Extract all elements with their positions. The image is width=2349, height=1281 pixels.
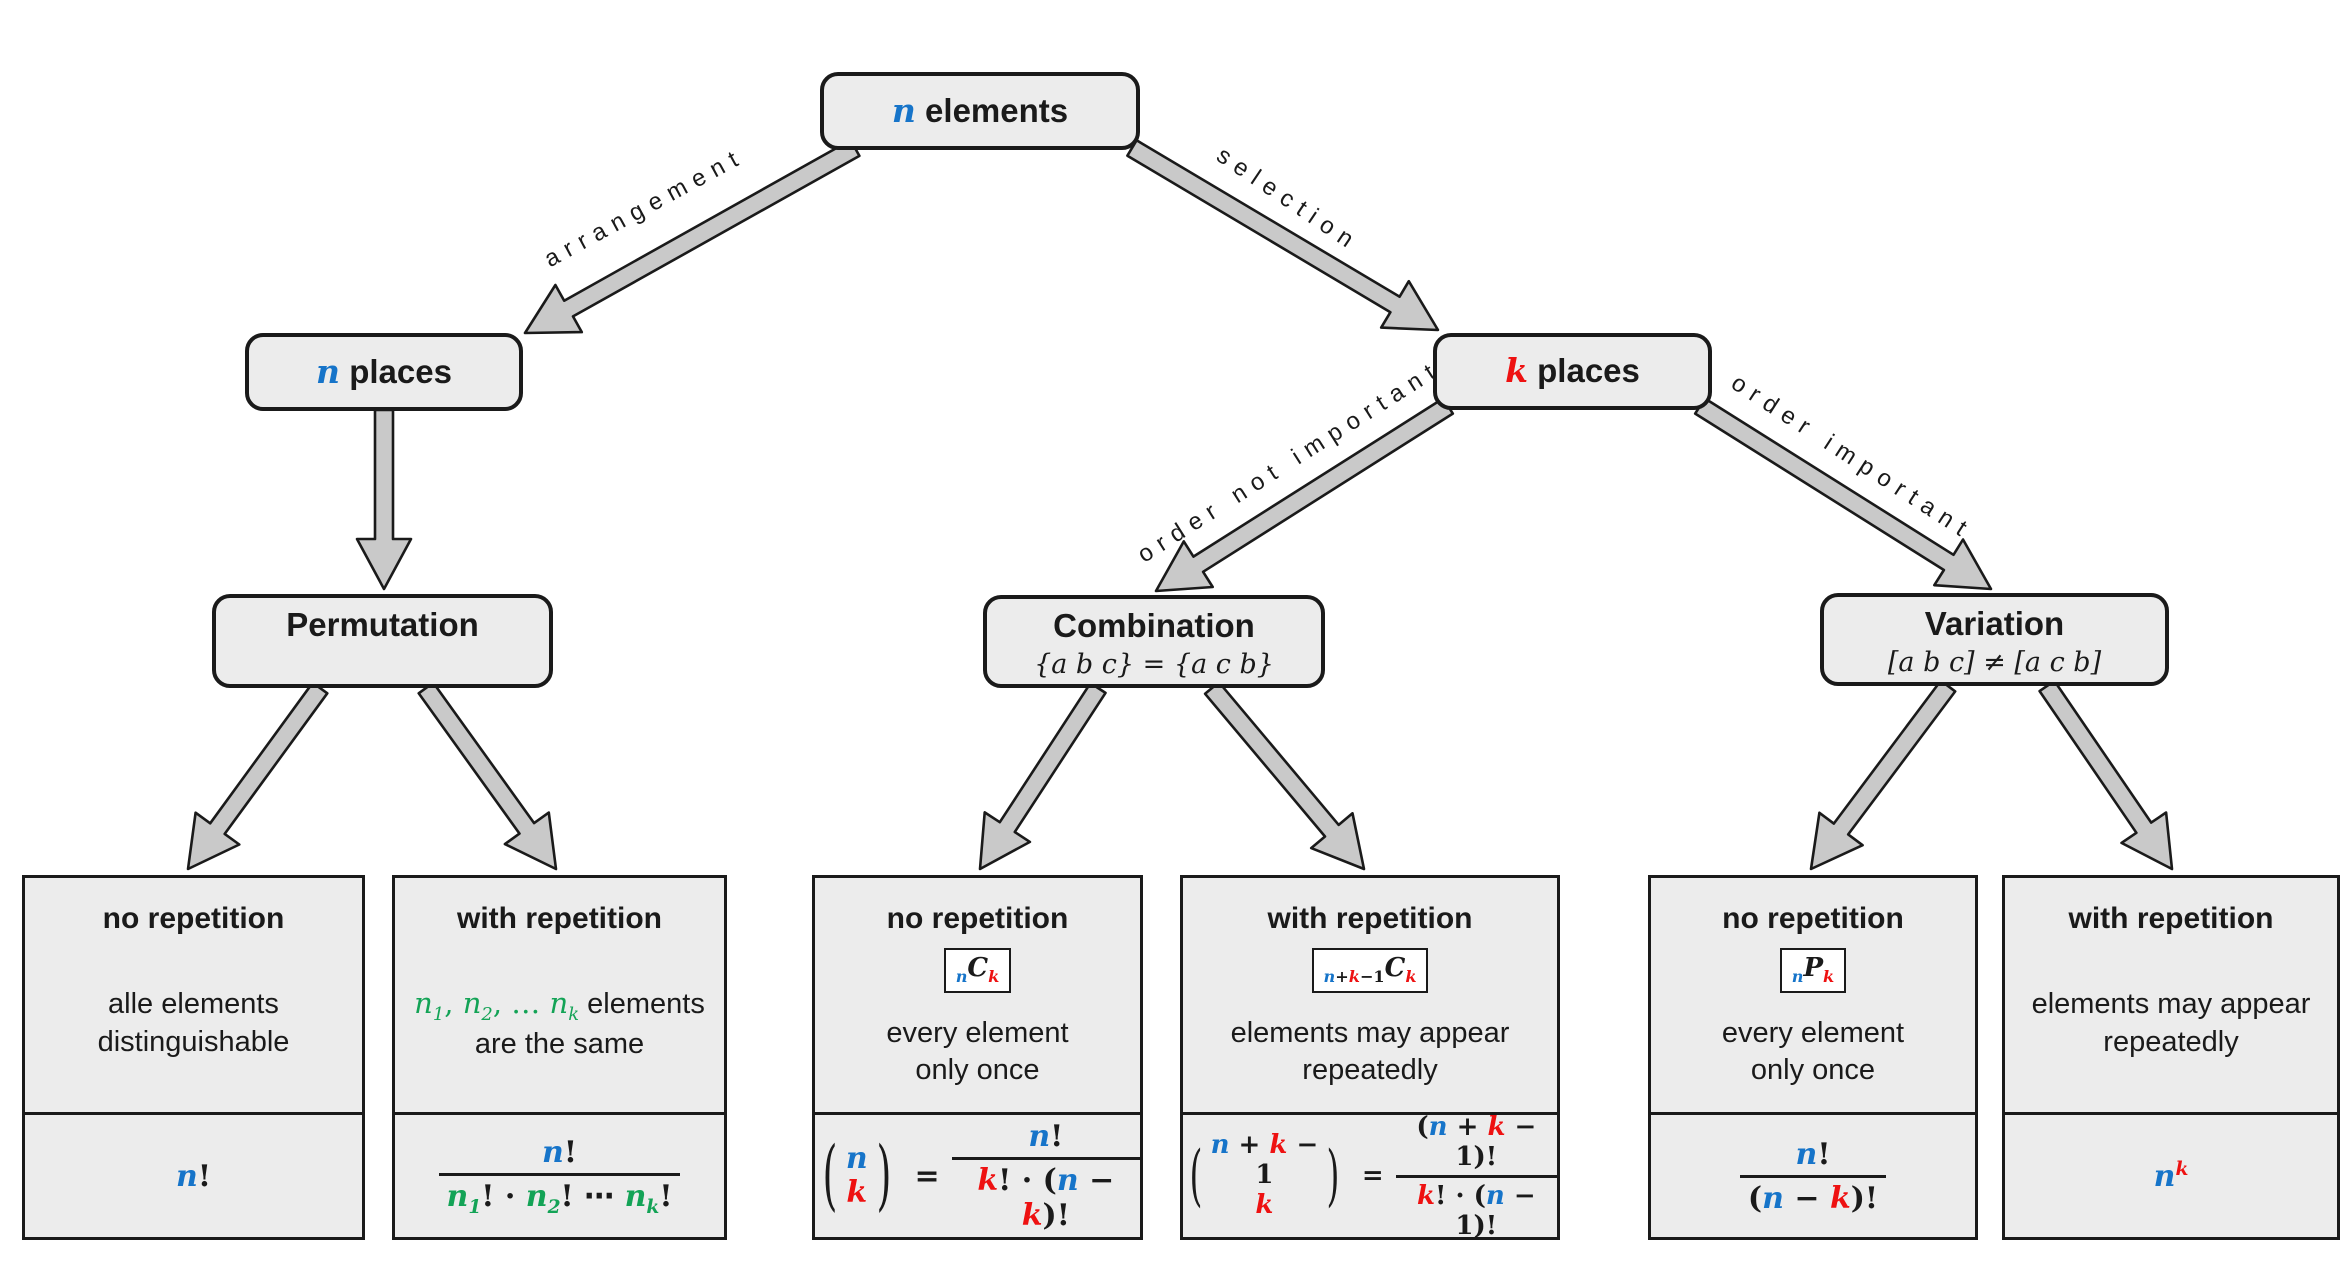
cell-description: elements may appear repeatedly (2032, 986, 2311, 1061)
cell-formula: ( n + k − 1 k ) = (n + k − 1)! k! · (n −… (1183, 1112, 1557, 1241)
block-arrow (1693, 397, 1993, 591)
cell-title: with repetition (2068, 902, 2274, 935)
description-line: elements may appear (2031, 988, 2311, 1021)
node-k-places: k places (1433, 333, 1712, 410)
binomial-stack: n + k − 1 k (1210, 1130, 1319, 1221)
cell-description: n1, n2, … nk elements are the same (414, 985, 705, 1064)
denominator: (n − k)! (1747, 1180, 1879, 1216)
cell-title: no repetition (102, 902, 285, 935)
cell-description: every element only once (886, 1015, 1068, 1090)
fraction: n! n1! · n2! ⋯ nk! (438, 1135, 681, 1218)
description-line: every element (886, 1016, 1069, 1049)
node-permutation-title: Permutation (286, 606, 479, 643)
denominator: k! · (n − 1)! (1417, 1180, 1536, 1241)
formula-n-factorial: n! (176, 1158, 211, 1194)
fraction: n! (n − k)! (1739, 1137, 1887, 1216)
cell-description-section: with repetition elements may appear repe… (2005, 878, 2337, 1112)
node-k-places-title: k places (1505, 351, 1640, 391)
right-paren: ) (876, 1131, 892, 1221)
binomial-coefficient: ( n + k − 1 k ) (1183, 1130, 1346, 1221)
node-n-elements-title: n elements (891, 90, 1069, 130)
cell-permutation-no-repetition: no repetition alle elements distinguisha… (22, 875, 365, 1240)
binomial-bottom: k (846, 1175, 868, 1210)
description-line: distinguishable (97, 1026, 290, 1058)
node-n-places: n places (245, 333, 523, 411)
binomial-stack: n k (845, 1140, 868, 1211)
cell-combination-with-repetition: with repetition n+k−1Ck elements may app… (1180, 875, 1560, 1241)
cell-formula: nk (2005, 1112, 2337, 1237)
cell-title: no repetition (886, 902, 1069, 935)
node-variation: Variation [a b c] ≠ [a c b] (1820, 593, 2169, 686)
binomial-top: n (845, 1140, 868, 1176)
block-arrow (1154, 397, 1455, 593)
node-combination-title: Combination (1053, 607, 1255, 644)
description-line: only once (915, 1054, 1040, 1087)
equals-sign: = (914, 1158, 940, 1194)
block-arrow (2038, 679, 2174, 871)
node-combination-example: {a b c} = {a c b} (1034, 648, 1274, 680)
cell-combination-no-repetition: no repetition nCk every element only onc… (812, 875, 1143, 1240)
numerator: n! (951, 1119, 1140, 1160)
cell-description: every element only once (1722, 1015, 1904, 1090)
description-line: every element (1721, 1016, 1905, 1049)
node-n-elements: n elements (820, 72, 1140, 150)
node-variation-title: Variation (1924, 605, 2065, 642)
cell-variation-with-repetition: with repetition elements may appear repe… (2002, 875, 2340, 1240)
notation-badge-nCk: nCk (943, 948, 1012, 993)
right-paren: ) (1326, 1136, 1340, 1215)
binomial-bottom: k (1255, 1189, 1274, 1220)
block-arrow (1203, 680, 1366, 871)
notation-badge-nPk: nPk (1779, 948, 1847, 993)
description-line: repeatedly (2103, 1026, 2239, 1058)
cell-description-section: with repetition n1, n2, … nk elements ar… (395, 878, 724, 1112)
block-arrow (355, 408, 413, 591)
description-line-math: n1, n2, … nk elements (414, 985, 705, 1025)
node-permutation: Permutation (212, 594, 553, 688)
binomial-top: n + k − 1 (1210, 1130, 1319, 1191)
numerator: (n + k − 1)! (1395, 1112, 1557, 1178)
node-combination: Combination {a b c} = {a c b} (983, 595, 1325, 688)
cell-description: elements may appear repeatedly (1231, 1015, 1510, 1090)
denominator: n1! · n2! ⋯ nk! (446, 1178, 673, 1218)
binomial-coefficient: ( n k ) (815, 1131, 899, 1221)
fraction: n! k! · (n − k)! (951, 1119, 1140, 1233)
fraction: (n + k − 1)! k! · (n − 1)! (1395, 1112, 1557, 1241)
cell-formula: n! (n − k)! (1651, 1112, 1975, 1237)
node-variation-example: [a b c] ≠ [a c b] (1887, 646, 2102, 678)
cell-description: alle elements distinguishable (98, 986, 290, 1061)
description-line: elements may appear (1230, 1016, 1510, 1049)
numerator: n! (1739, 1137, 1887, 1178)
cell-permutation-with-repetition: with repetition n1, n2, … nk elements ar… (392, 875, 727, 1240)
cell-description-section: no repetition nPk every element only onc… (1651, 878, 1975, 1112)
description-line: alle elements (108, 988, 279, 1021)
cell-title: no repetition (1722, 902, 1904, 935)
cell-formula: n! (25, 1112, 362, 1237)
block-arrow (1126, 139, 1440, 332)
description-line: only once (1750, 1054, 1876, 1087)
block-arrow (417, 681, 558, 871)
equals-sign: = (1361, 1161, 1384, 1191)
numerator: n! (438, 1135, 681, 1176)
left-paren: ( (822, 1131, 838, 1221)
node-n-places-title: n places (316, 351, 452, 391)
description-line: are the same (474, 1027, 645, 1060)
cell-formula: ( n k ) = n! k! · (n − k)! (815, 1112, 1140, 1237)
block-arrow (978, 681, 1107, 871)
cell-description-section: no repetition alle elements distinguisha… (25, 878, 362, 1112)
cell-description-section: with repetition n+k−1Ck elements may app… (1183, 878, 1557, 1112)
cell-description-section: no repetition nCk every element only onc… (815, 878, 1140, 1112)
cell-variation-no-repetition: no repetition nPk every element only onc… (1648, 875, 1978, 1240)
left-paren: ( (1189, 1136, 1203, 1215)
cell-title: with repetition (1267, 902, 1473, 935)
formula-n-power-k: nk (2153, 1158, 2189, 1194)
block-arrow (523, 138, 861, 335)
denominator: k! · (n − k)! (977, 1163, 1115, 1233)
block-arrow (186, 681, 329, 871)
cell-title: with repetition (457, 902, 662, 935)
block-arrow (1809, 679, 1957, 871)
cell-formula: n! n1! · n2! ⋯ nk! (395, 1112, 724, 1237)
notation-badge-n-plus-k-minus-1-Ck: n+k−1Ck (1311, 948, 1429, 993)
description-line: repeatedly (1302, 1054, 1438, 1087)
